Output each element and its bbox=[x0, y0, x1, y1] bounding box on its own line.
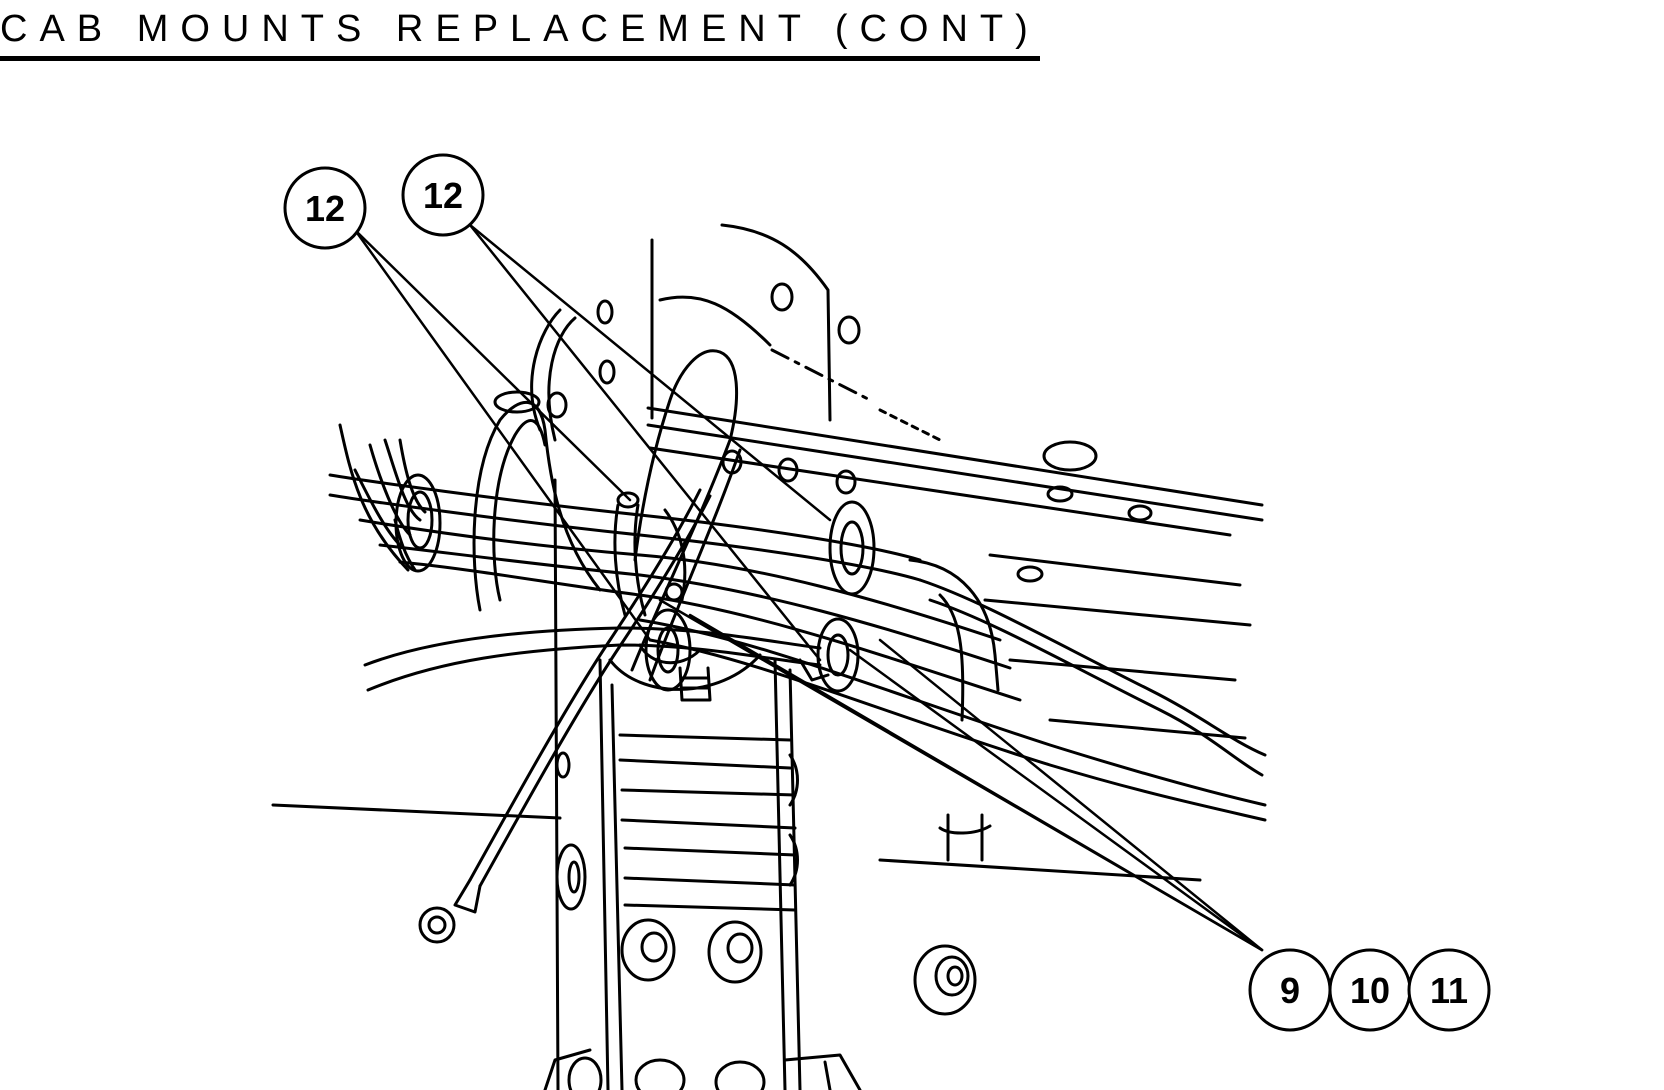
callout-12-right-label: 12 bbox=[423, 175, 463, 216]
callout-12-left: 12 bbox=[283, 166, 367, 250]
callout-11: 11 bbox=[1407, 948, 1491, 1032]
cross-member bbox=[271, 803, 1202, 882]
ground-strap bbox=[418, 488, 712, 944]
left-harness-clamp bbox=[394, 473, 442, 573]
loose-nut bbox=[913, 944, 977, 1016]
page-title: CAB MOUNTS REPLACEMENT (CONT) bbox=[0, 10, 1040, 61]
leader-lines bbox=[353, 223, 1264, 952]
callout-11-label: 11 bbox=[1430, 970, 1468, 1011]
center-harness-clips bbox=[613, 491, 692, 692]
upper-bracket-plate bbox=[650, 223, 942, 442]
callout-10-label: 10 bbox=[1350, 970, 1390, 1011]
callout-10: 10 bbox=[1328, 948, 1412, 1032]
callout-12-left-label: 12 bbox=[305, 188, 345, 229]
callout-9-label: 9 bbox=[1280, 970, 1300, 1011]
callout-12-right: 12 bbox=[401, 153, 485, 237]
frame-rail bbox=[646, 406, 1264, 740]
callout-9: 9 bbox=[1248, 948, 1332, 1032]
vertical-support-post bbox=[543, 478, 862, 1090]
wire-loop bbox=[472, 299, 742, 682]
